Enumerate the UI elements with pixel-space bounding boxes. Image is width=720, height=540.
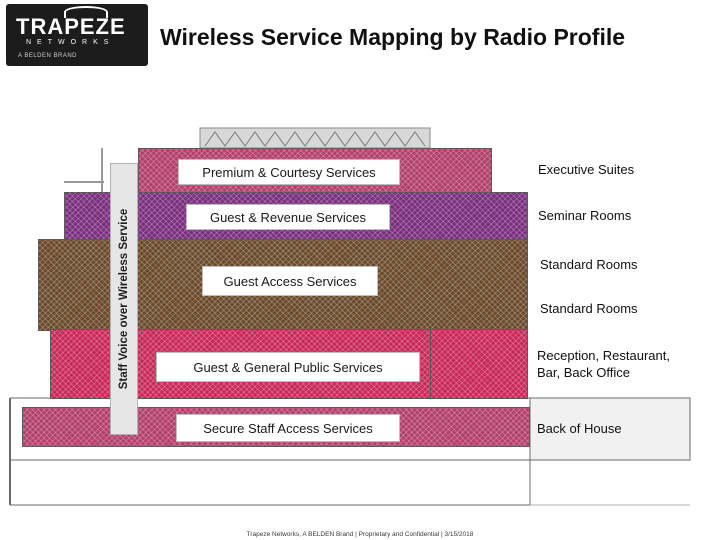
service-label-secure-staff: Secure Staff Access Services xyxy=(176,414,400,442)
area-label-back-of-house: Back of House xyxy=(537,421,622,436)
area-label-standard-1: Standard Rooms xyxy=(540,257,638,272)
logo-subtext: NETWORKS xyxy=(26,39,115,46)
logo-tagline: A BELDEN BRAND xyxy=(18,53,78,59)
footer-text: Trapeze Networks, A BELDEN Brand | Propr… xyxy=(246,531,474,538)
area-label-executive: Executive Suites xyxy=(538,162,635,177)
area-label-seminar: Seminar Rooms xyxy=(538,208,632,223)
slide-title: Wireless Service Mapping by Radio Profil… xyxy=(160,24,626,50)
area-label-reception-line1: Reception, Restaurant, xyxy=(537,348,670,363)
service-label-premium: Premium & Courtesy Services xyxy=(178,159,400,185)
service-label-general-public: Guest & General Public Services xyxy=(156,352,420,382)
vertical-label-text: Staff Voice over Wireless Service xyxy=(118,208,130,390)
roof-skylight xyxy=(199,127,431,149)
area-label-standard-2: Standard Rooms xyxy=(540,301,638,316)
building-outline xyxy=(9,148,691,506)
logo-swoosh-icon xyxy=(64,6,108,18)
vertical-service-label: Staff Voice over Wireless Service xyxy=(110,163,138,435)
service-label-guest-access: Guest Access Services xyxy=(202,266,378,296)
service-label-guest-revenue: Guest & Revenue Services xyxy=(186,204,390,230)
area-label-reception-line2: Bar, Back Office xyxy=(537,365,630,380)
header: TRAPEZE NETWORKS A BELDEN BRAND Wireless… xyxy=(0,0,720,68)
logo-text: TRAPEZE xyxy=(16,14,126,39)
trapeze-logo: TRAPEZE NETWORKS A BELDEN BRAND xyxy=(6,4,148,66)
floor-band-general-public-right xyxy=(430,329,528,399)
